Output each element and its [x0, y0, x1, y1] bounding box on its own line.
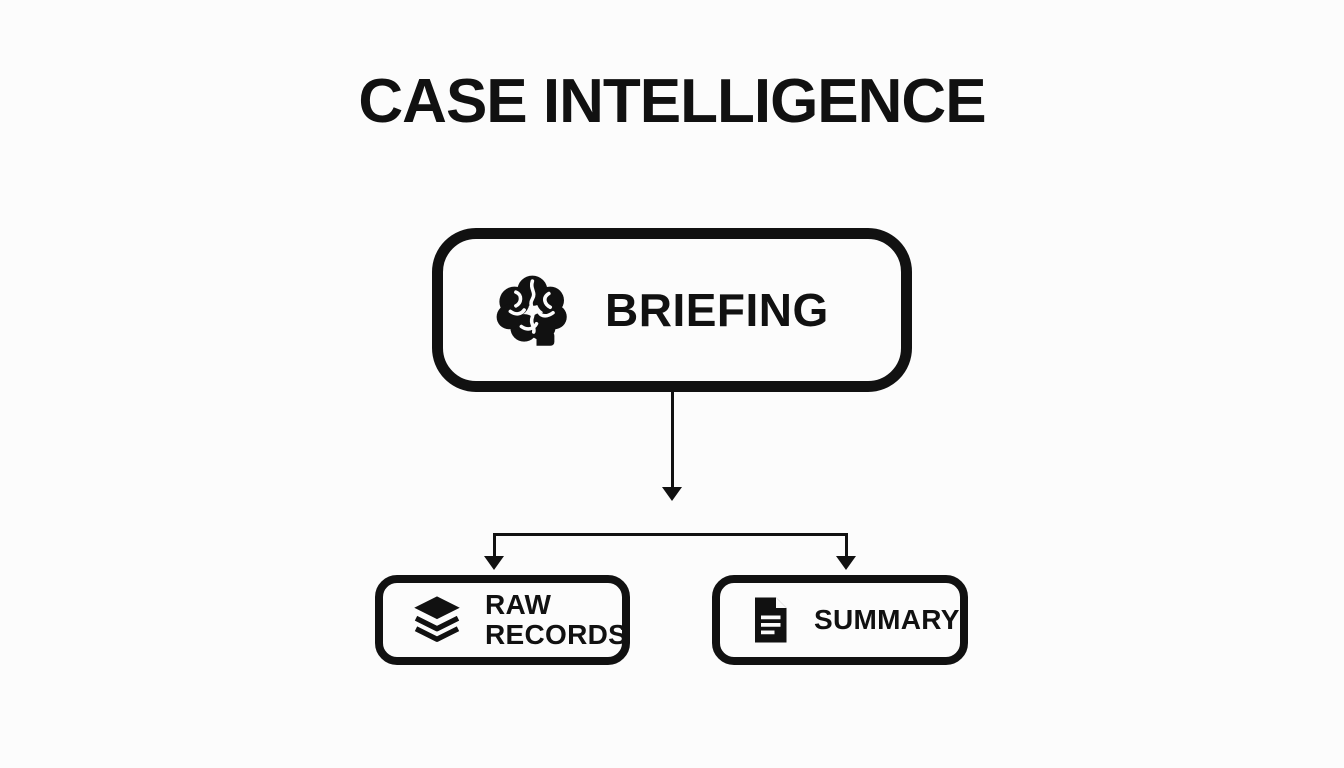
document-icon — [746, 592, 794, 648]
right-branch-line — [845, 533, 848, 558]
raw-records-node: RAW RECORDS — [375, 575, 630, 665]
root-down-arrowhead — [662, 487, 682, 501]
briefing-label: BRIEFING — [605, 284, 829, 336]
right-branch-arrowhead — [836, 556, 856, 570]
branch-horizontal-line — [493, 533, 848, 536]
summary-label: SUMMARY — [814, 603, 960, 635]
summary-node: SUMMARY — [712, 575, 968, 665]
raw-records-label: RAW RECORDS — [485, 588, 628, 650]
briefing-node: BRIEFING — [432, 228, 912, 392]
layers-icon — [409, 592, 465, 648]
page-title: CASE INTELLIGENCE — [358, 67, 986, 136]
left-branch-arrowhead — [484, 556, 504, 570]
brain-icon — [487, 266, 575, 354]
left-branch-line — [493, 533, 496, 558]
root-down-line — [671, 392, 674, 488]
